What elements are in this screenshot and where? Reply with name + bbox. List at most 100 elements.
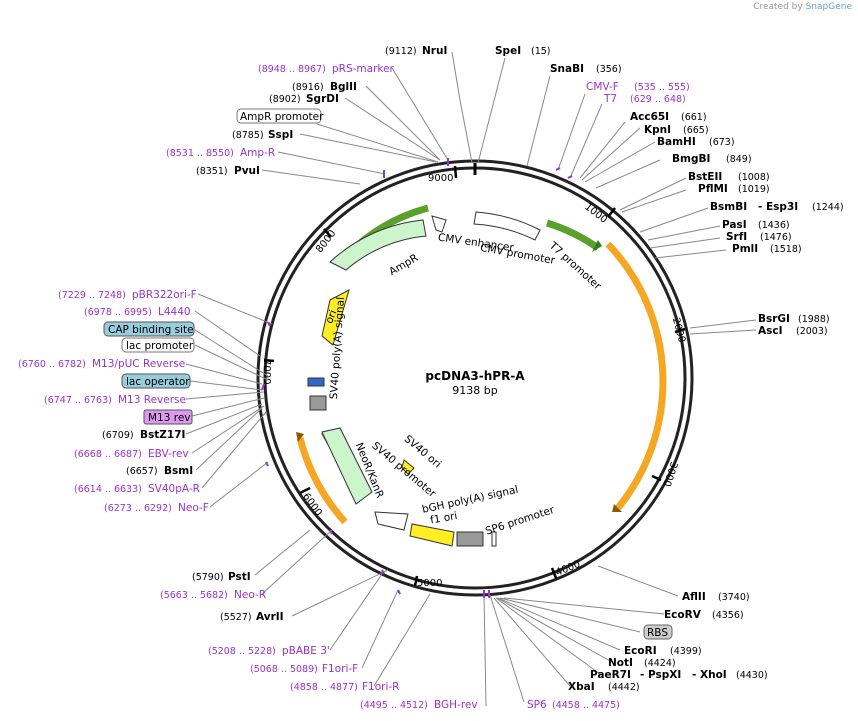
lac-operator-feature [307,377,325,387]
sp6-promoter-feature [491,531,497,547]
bsteii-label: BstEII [688,171,722,183]
spei-label: SpeI [495,45,521,57]
paer7i-label: PaeR7I [590,669,631,681]
aflii-label: AflII [682,591,706,603]
pspxi-label: - PspXI [640,669,681,681]
srfi-pos: (1476) [760,232,792,243]
tick-6000: 6000 [300,491,324,518]
acc65i-pos: (661) [681,112,707,123]
rbs-label: RBS [647,627,668,639]
pbabe-pos: (5208 .. 5228) [208,646,276,657]
bglii-label: BglII [330,81,357,93]
ebv-label: EBV-rev [148,448,189,460]
noti-pos: (4424) [644,658,676,669]
ori-feature [321,289,350,346]
tick-4000: 4000 [554,559,582,579]
orange-arc-left-arrowhead [296,432,304,442]
tick-7000: 7000 [261,359,272,384]
left-site-labels: (7229 .. 7248) pBR322ori-F (6978 .. 6995… [18,289,209,514]
neor-primer-pos: (5663 .. 5682) [160,590,228,601]
sv40pa-pos: (6614 .. 6633) [74,484,142,495]
plasmid-name: pcDNA3-hPR-A [425,369,525,383]
sv40-promoter-feature [374,511,409,531]
nrui-pos: (9112) [385,46,417,57]
bsmi-label: BsmI [164,465,193,477]
prs-marker-pos: (8948 .. 8967) [258,64,326,75]
m13puc-pos: (6760 .. 6782) [18,359,86,370]
bmgbi-pos: (849) [726,154,752,165]
lac-operator-box [121,373,191,389]
t7-label: T7 [603,93,617,105]
tick-5000: 5000 [417,578,442,589]
bsteii-pos: (1008) [738,172,770,183]
neor-primer-label: Neo-R [234,589,266,601]
plasmid-size: 9138 bp [452,384,497,397]
pmli-label: PmlI [732,243,758,255]
kpni-label: KpnI [644,124,671,136]
srfi-label: SrfI [726,231,747,243]
psti-label: PstI [228,571,251,583]
orange-arc-right-arrowhead [612,504,622,512]
snabi-pos: (356) [596,64,622,75]
pbabe-label: pBABE 3' [282,645,330,657]
cap-box [103,321,195,337]
right-site-labels: BsrGI (1988) AscI (2003) [758,313,830,337]
pmli-pos: (1518) [770,244,802,255]
m13rev-box-label: M13 rev [148,412,191,424]
cmv-enhancer-feature [431,215,447,233]
asci-label: AscI [758,325,783,337]
spei-pos: (15) [531,46,551,57]
lac-promoter-box [121,337,195,353]
bghrev-pos: (4495 .. 4512) [360,700,428,711]
tick-marks [263,165,686,587]
ampr-feature [329,219,427,271]
t7-arrowhead [592,240,602,252]
aflii-pos: (3740) [718,592,750,603]
lac-promoter-label: lac promoter [126,340,194,352]
cap-label: CAP binding site [108,324,194,336]
bamhi-pos: (673) [709,137,735,148]
xbai-label: XbaI [568,681,595,693]
bgh-polya-feature [456,531,484,547]
snapgene-credit: Created by SnapGene [753,2,852,12]
sp6-label: SP6 [527,699,547,711]
bglii-pos: (8916) [292,82,324,93]
f1orir-label: F1ori-R [362,681,399,693]
backbone-outer [256,159,694,597]
pbr322-label: pBR322ori-F [132,289,197,301]
leader-lines [185,51,757,707]
prs-marker-label: pRS-marker [332,63,395,75]
f1-ori-label: f1 ori [429,510,458,527]
amp-r-pos: (8531 .. 8550) [166,148,234,159]
l4440-pos: (6978 .. 6995) [84,307,152,318]
cmvf-pos: (535 .. 555) [634,82,690,93]
cmv-promoter-label: CMV promoter [479,242,556,267]
pbr322-pos: (7229 .. 7248) [58,290,126,301]
f1orir-pos: (4858 .. 4877) [290,682,358,693]
orange-arc-right [605,241,667,511]
f1orif-label: F1ori-F [322,663,358,675]
cmv-promoter-feature [473,211,541,241]
ampr-promoter-box [236,108,322,124]
m13puc-label: M13/pUC Reverse [92,358,185,370]
pvui-label: PvuI [234,165,260,177]
bstz17i-label: BstZ17I [140,429,185,441]
ecorv-pos: (4356) [712,610,744,621]
ecori-label: EcoRI [624,645,657,657]
ampr-promoter-label: AmpR promoter [240,111,324,123]
f1-ori-feature [409,523,455,547]
neor-feature [321,427,373,505]
xhoi-label: - XhoI [692,669,727,681]
nrui-label: NruI [422,45,447,57]
f1orif-pos: (5068 .. 5089) [250,664,318,675]
pflmi-pos: (1019) [738,184,770,195]
asci-pos: (2003) [796,326,828,337]
esp3i-label: - Esp3I [758,201,798,213]
top-site-labels: (9112) NruI SpeI (15) SnaBI (356) (8948 … [166,45,844,255]
pflmi-label: PflMI [698,183,728,195]
sspi-pos: (8785) [232,130,264,141]
tick-9000: 9000 [428,173,453,184]
kpni-pos: (665) [683,125,709,136]
noti-label: NotI [608,657,633,669]
